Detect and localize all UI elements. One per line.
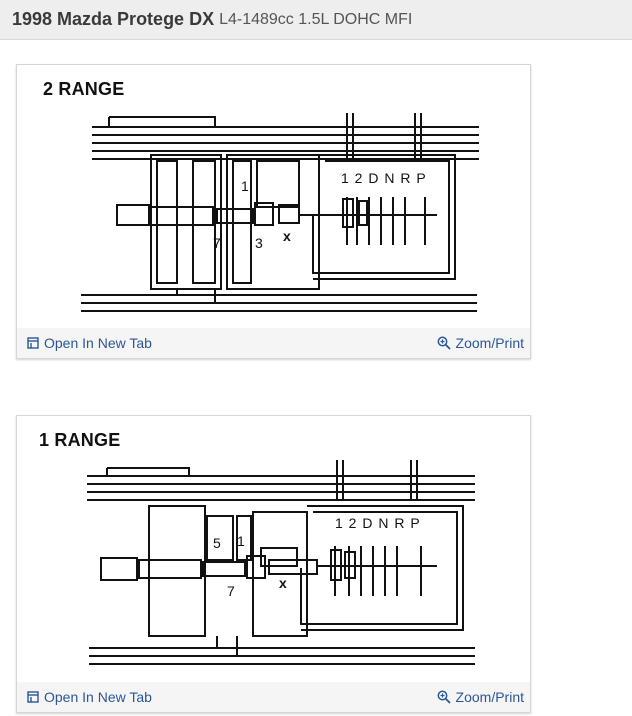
page-header: 1998 Mazda Protege DX L4-1489cc 1.5L DOH… [0,0,632,40]
open-in-new-tab-icon [27,691,39,703]
engine-spec: L4-1489cc 1.5L DOHC MFI [219,10,413,28]
range-title: 1 RANGE [39,430,121,450]
diagram-card-2-range: 2 RANGE 1 7 3 x 1 2 D N R P Open In New … [16,64,531,359]
gear-positions-label: 1 2 D N R P [341,170,427,186]
zoom-print-label: Zoom/Print [455,689,524,705]
vehicle-title: 1998 Mazda Protege DX [12,9,215,29]
range-title: 2 RANGE [43,79,125,99]
diagram-image[interactable]: 1 RANGE 5 1 7 x 1 2 D N R P [17,416,530,682]
open-in-new-tab-icon [27,337,39,349]
label-1: 1 [237,533,245,549]
label-7: 7 [213,235,221,251]
diagram-image[interactable]: 2 RANGE 1 7 3 x 1 2 D N R P [17,65,530,330]
zoom-print-link[interactable]: Zoom/Print [437,335,524,351]
hydraulic-circuit-diagram [81,113,479,312]
label-1: 1 [241,178,249,194]
open-in-new-tab-link[interactable]: Open In New Tab [27,689,152,705]
diagram-footer: Open In New Tab Zoom/Print [17,682,530,712]
zoom-icon [437,336,451,350]
hydraulic-circuit-diagram [87,460,475,665]
open-in-new-tab-label: Open In New Tab [44,689,152,705]
label-x: x [283,228,291,244]
label-7: 7 [227,583,235,599]
diagram-card-1-range: 1 RANGE 5 1 7 x 1 2 D N R P Open In New … [16,415,531,713]
gear-positions-label: 1 2 D N R P [335,515,421,531]
zoom-print-label: Zoom/Print [455,335,524,351]
label-x: x [279,575,287,591]
zoom-icon [437,690,451,704]
label-3: 3 [255,235,263,251]
zoom-print-link[interactable]: Zoom/Print [437,689,524,705]
diagram-footer: Open In New Tab Zoom/Print [17,328,530,358]
label-5: 5 [213,535,221,551]
open-in-new-tab-label: Open In New Tab [44,335,152,351]
open-in-new-tab-link[interactable]: Open In New Tab [27,335,152,351]
